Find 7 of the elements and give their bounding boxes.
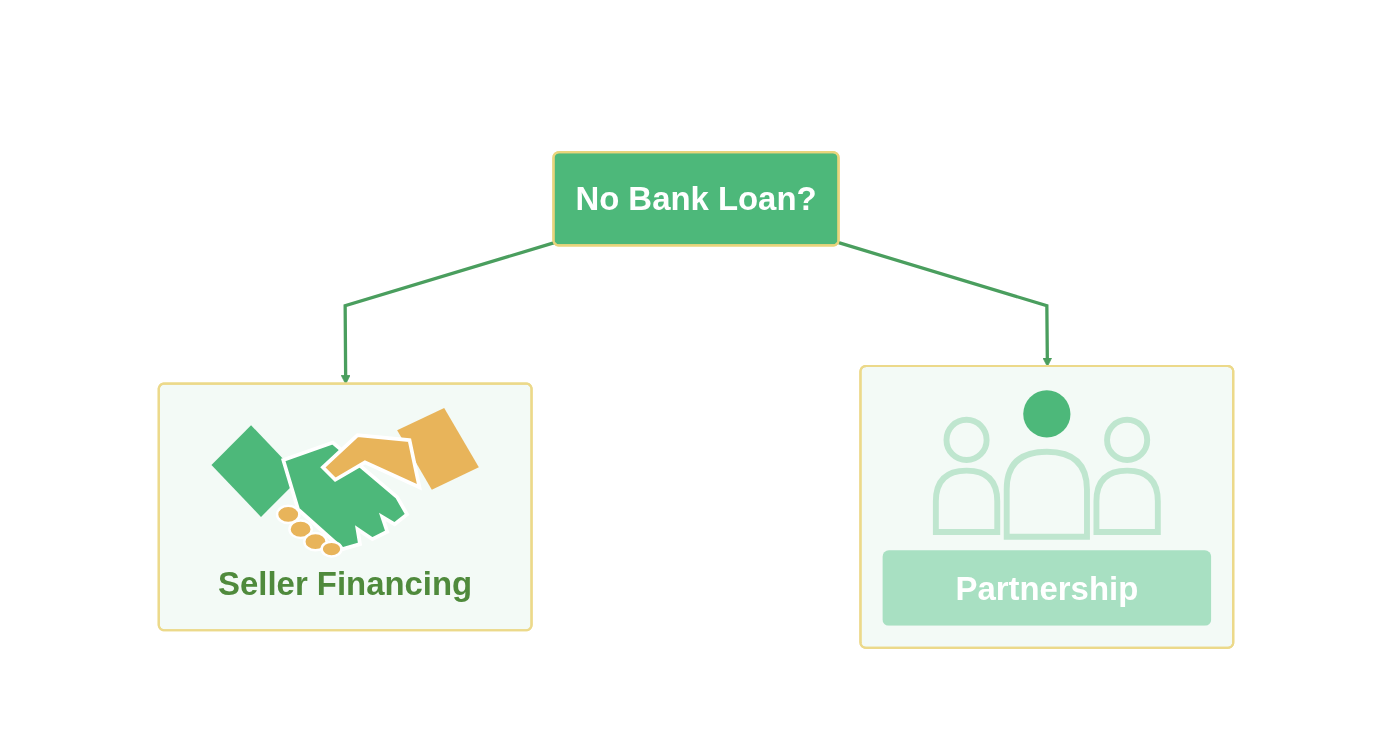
node-label: No Bank Loan? [575, 179, 817, 219]
node-label: Partnership [882, 550, 1212, 626]
node-label: Seller Financing [218, 564, 473, 604]
arrow [838, 241, 1053, 367]
option-box [859, 364, 1235, 649]
question-box [552, 151, 840, 247]
option-box [157, 382, 533, 632]
